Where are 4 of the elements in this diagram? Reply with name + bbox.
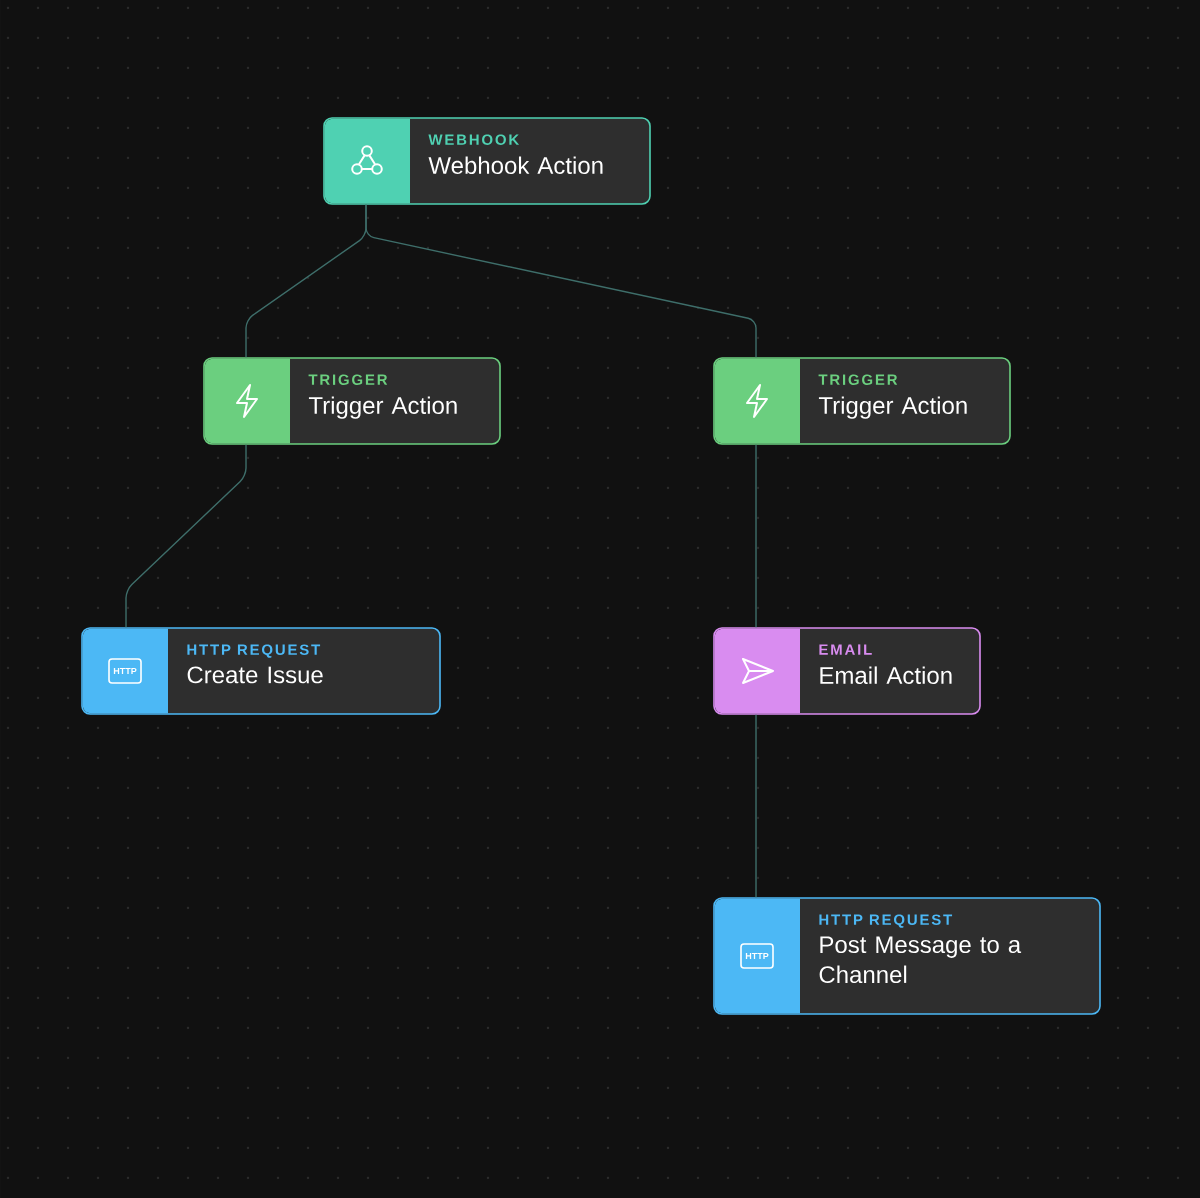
- connector-line: [365, 204, 757, 358]
- connector-line: [755, 444, 757, 628]
- connector-line: [125, 444, 247, 628]
- connector-line: [755, 714, 757, 898]
